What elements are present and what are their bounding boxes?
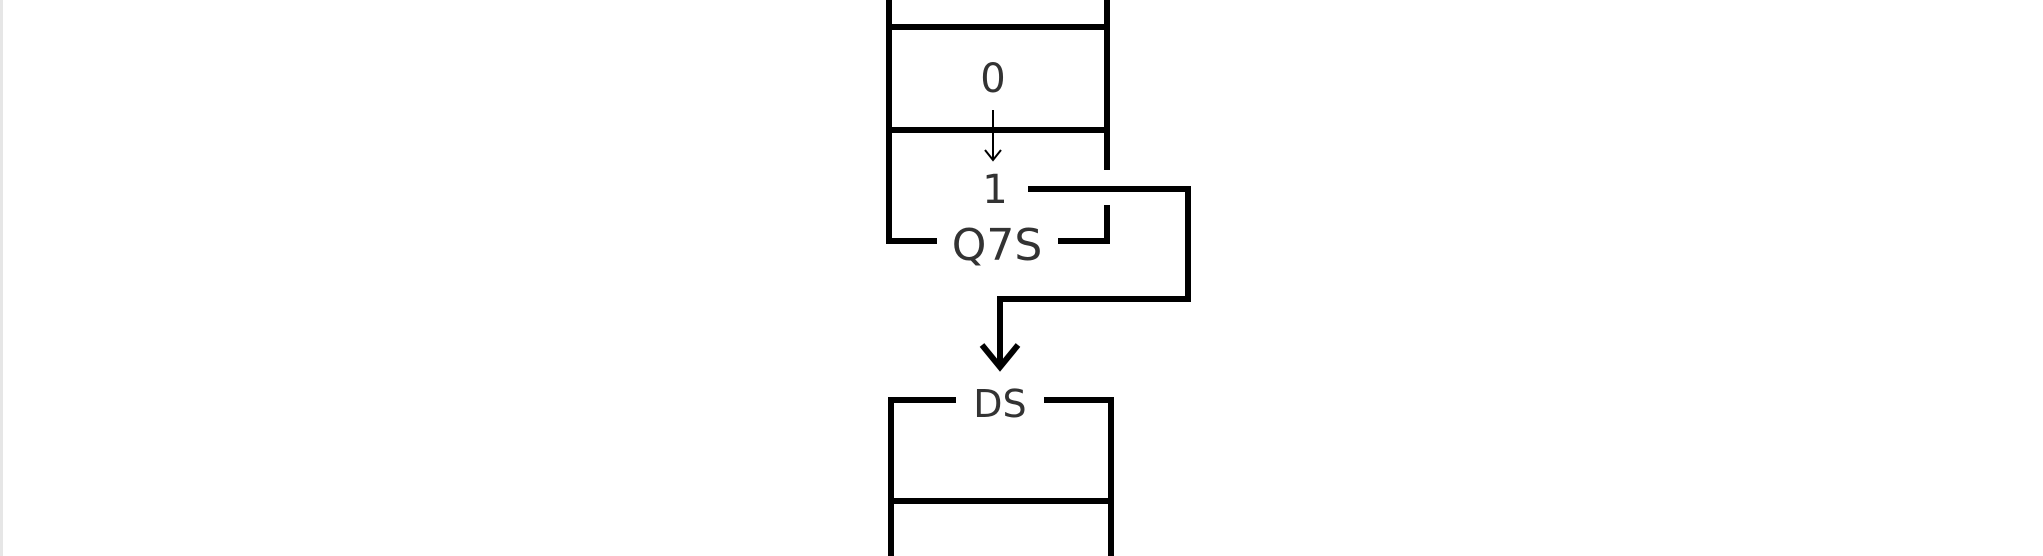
register-top bbox=[886, 0, 1110, 244]
cell-label-0: 0 bbox=[980, 56, 1005, 102]
serial-connection-wire bbox=[979, 186, 1191, 372]
cell-label-1: 1 bbox=[982, 167, 1007, 213]
internal-shift-arrow bbox=[984, 110, 1002, 162]
register-bottom bbox=[888, 397, 1114, 556]
left-border bbox=[0, 0, 3, 556]
output-pin-label: Q7S bbox=[952, 220, 1043, 271]
input-pin-label: DS bbox=[973, 382, 1026, 426]
